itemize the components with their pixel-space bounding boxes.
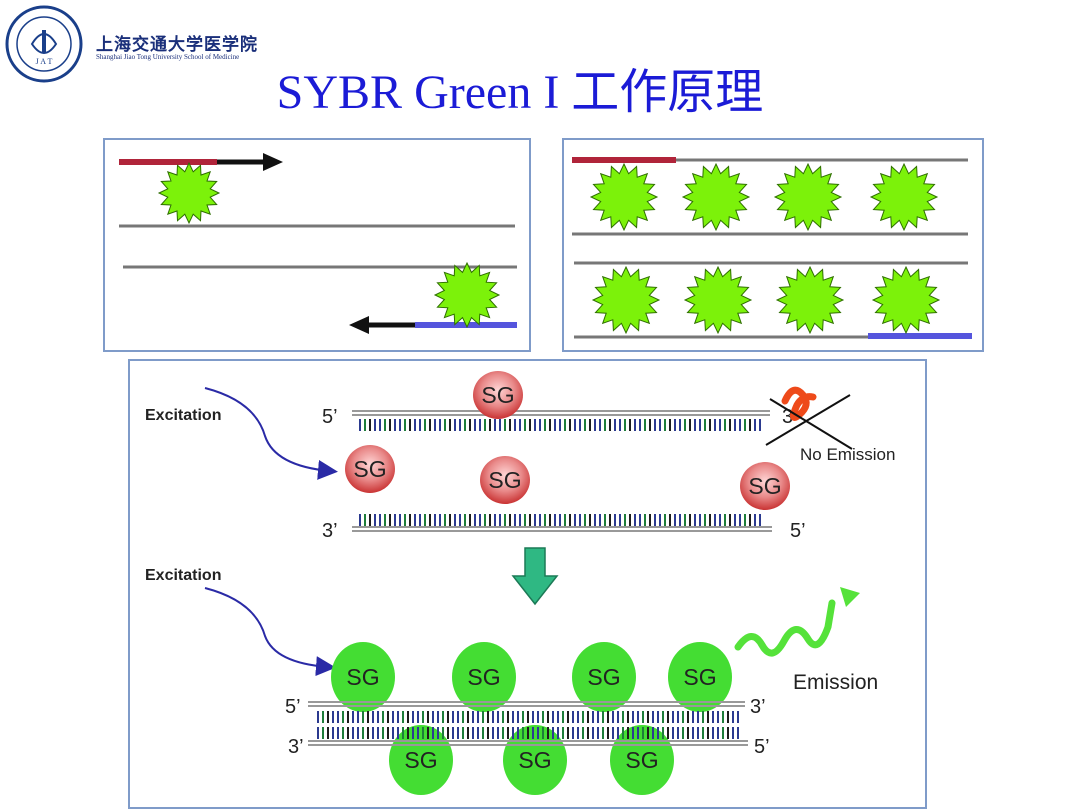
sg-dye-unbound: SG xyxy=(740,462,790,510)
excitation-label-2: Excitation xyxy=(145,567,221,584)
sybr-dye-star xyxy=(433,261,501,329)
sybr-dye-star xyxy=(157,161,221,225)
panel-primer-annealing xyxy=(103,138,531,352)
probe-curl xyxy=(781,386,817,421)
slide-title: SYBR Green I 工作原理 xyxy=(276,66,764,119)
strand-label-5prime: 5’ xyxy=(790,520,806,542)
excitation-arrow-2 xyxy=(204,587,336,677)
sg-label: SG xyxy=(518,747,551,773)
emission-arrowhead xyxy=(840,587,860,607)
strand-label-5prime: 5’ xyxy=(285,696,301,718)
sg-dye-bound: SG xyxy=(668,642,732,712)
sybr-dye-star xyxy=(591,265,661,335)
sybr-dye-star xyxy=(869,162,939,232)
sg-dye-bound: SG xyxy=(331,642,395,712)
sg-dye-unbound: SG xyxy=(345,445,395,493)
panel-dye-binding-dsdna xyxy=(562,138,984,352)
nucleotide-bases-top xyxy=(359,419,761,431)
sybr-dye-star xyxy=(683,265,753,335)
logo-text: J A T xyxy=(36,57,53,66)
strand-label-5prime: 5’ xyxy=(754,736,770,758)
strand-label-5prime: 5’ xyxy=(322,406,338,428)
forward-arrowhead xyxy=(263,153,283,171)
sg-label: SG xyxy=(488,467,521,493)
sg-label: SG xyxy=(587,664,620,690)
sg-dye-bound: SG xyxy=(452,642,516,712)
sg-label: SG xyxy=(625,747,658,773)
panel-fluorescence-mechanism: Excitation 5’ 3’ No Emission SG SG SG SG… xyxy=(128,359,927,809)
sybr-dye-star xyxy=(871,265,941,335)
strand-label-3prime: 3’ xyxy=(322,520,338,542)
sybr-dye-star xyxy=(589,162,659,232)
strand-label-3prime: 3’ xyxy=(750,696,766,718)
sg-label: SG xyxy=(481,382,514,408)
fluorescence-mechanism-diagram: Excitation 5’ 3’ No Emission SG SG SG SG… xyxy=(145,371,895,795)
sybr-dye-star xyxy=(681,162,751,232)
sg-dye-bound: SG xyxy=(503,725,567,795)
sg-label: SG xyxy=(748,473,781,499)
emission-label: Emission xyxy=(793,671,878,694)
sg-dye-unbound: SG xyxy=(480,456,530,504)
nucleotide-bases-ds-top xyxy=(317,711,739,723)
dye-binding-diagram xyxy=(572,157,972,339)
sg-dye-bound: SG xyxy=(610,725,674,795)
sg-label: SG xyxy=(353,456,386,482)
strand-label-3prime: 3’ xyxy=(288,736,304,758)
sg-label: SG xyxy=(346,664,379,690)
no-emission-label: No Emission xyxy=(800,445,895,464)
institution-name-cn: 上海交通大学医学院 xyxy=(96,35,258,55)
cross-line-2 xyxy=(765,394,851,446)
transition-arrow xyxy=(511,547,559,606)
sg-dye-bound: SG xyxy=(389,725,453,795)
primer-annealing-diagram xyxy=(119,153,517,334)
university-logo: J A T xyxy=(5,5,83,83)
emission-wave xyxy=(734,599,836,657)
sg-label: SG xyxy=(404,747,437,773)
nucleotide-bases-second xyxy=(359,514,761,526)
sg-label: SG xyxy=(467,664,500,690)
excitation-label-1: Excitation xyxy=(145,407,221,424)
reverse-arrowhead xyxy=(349,316,369,334)
sybr-dye-star xyxy=(773,162,843,232)
excitation-arrow-1 xyxy=(204,387,338,480)
nucleotide-bases-ds-bottom xyxy=(317,727,739,739)
sg-dye-unbound: SG xyxy=(473,371,523,419)
institution-name-en: Shanghai Jiao Tong University School of … xyxy=(96,53,240,61)
sg-dye-bound: SG xyxy=(572,642,636,712)
cross-line-1 xyxy=(769,398,853,450)
sybr-dye-star xyxy=(775,265,845,335)
sg-label: SG xyxy=(683,664,716,690)
